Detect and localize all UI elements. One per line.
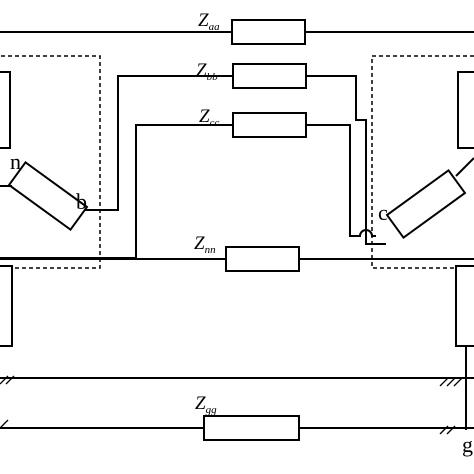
phase-b-line [82, 75, 386, 245]
impedance-gg-box [203, 415, 300, 441]
impedance-cc-label: Zcc [199, 106, 219, 129]
right-neutral-ground-block [455, 265, 474, 347]
node-g-label: g [462, 432, 473, 457]
impedance-aa-label: Zaa [198, 10, 220, 33]
left-earth-hatch [0, 375, 15, 429]
node-c-label: c [378, 200, 388, 225]
right-source-winding-a [457, 71, 474, 149]
node-b-label: b [76, 189, 87, 214]
right-neutral-stub [455, 157, 474, 177]
ground-line [0, 377, 474, 429]
node-n-label: n [10, 149, 21, 174]
impedance-bb-label: Zbb [196, 60, 218, 83]
right-source-winding-c [385, 168, 467, 240]
impedance-gg-label: Zgg [195, 393, 217, 416]
impedance-nn-label: Znn [194, 233, 216, 256]
impedance-nn-box [225, 246, 300, 272]
left-source-winding-a [0, 71, 11, 149]
left-neutral-ground-block [0, 265, 13, 347]
left-source-enclosure [0, 55, 101, 269]
impedance-aa-box [231, 19, 306, 45]
impedance-bb-box [232, 63, 307, 89]
left-source-winding-b [7, 160, 89, 232]
right-earth-hatch [439, 377, 463, 435]
impedance-cc-box [232, 112, 307, 138]
